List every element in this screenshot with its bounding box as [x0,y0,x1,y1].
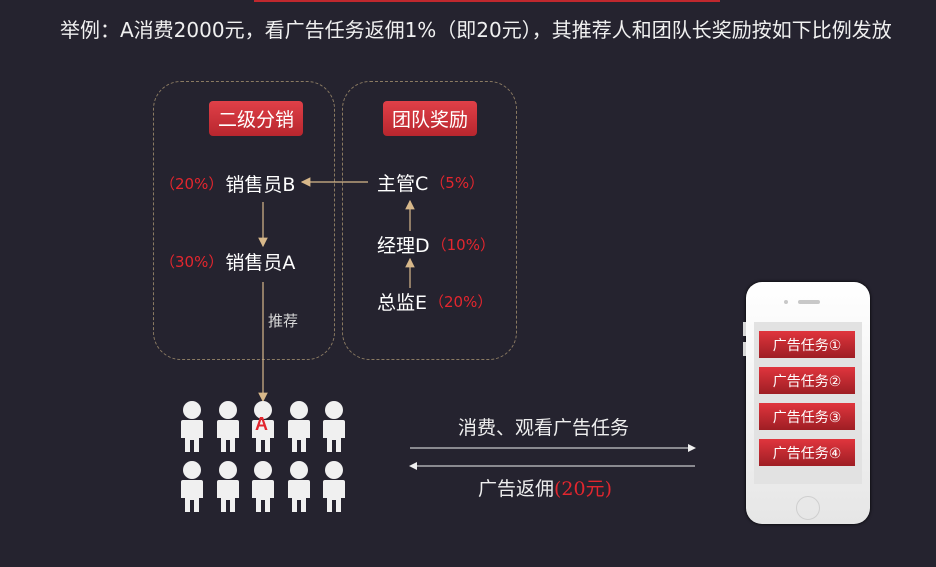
team-reward-badge: 团队奖励 [383,101,478,136]
phone-side-button [743,322,746,336]
ad-task-1[interactable]: 广告任务① [759,331,855,358]
director-e-label: 总监E [377,292,428,314]
commission-text: 广告返佣 [478,478,555,500]
commission-amount: (20元) [554,478,613,500]
distribution-badge: 二级分销 [209,101,304,136]
person-icon [252,461,274,512]
person-icon [217,401,239,452]
node-salesperson-a: （30%） 销售员A [160,248,295,275]
referral-label: 推荐 [268,312,299,330]
ad-task-4[interactable]: 广告任务④ [759,439,855,466]
node-director-e: 总监E （20%） [377,288,492,315]
phone-side-button [743,342,746,356]
distribution-panel [153,81,335,360]
team-reward-panel [342,81,517,360]
commission-label: 广告返佣(20元) [478,474,612,501]
person-icon [288,401,310,452]
phone-camera [784,300,788,304]
salesperson-b-percent: （20%） [160,175,224,193]
person-icon [288,461,310,512]
ad-task-3[interactable]: 广告任务③ [759,403,855,430]
salesperson-a-label: 销售员A [225,252,296,274]
phone-screen: 广告任务① 广告任务② 广告任务③ 广告任务④ [754,322,862,484]
person-icon [323,461,345,512]
ad-task-2[interactable]: 广告任务② [759,367,855,394]
phone-home-button [796,496,820,520]
consume-label: 消费、观看广告任务 [458,417,630,439]
top-accent-line [254,0,720,2]
supervisor-c-label: 主管C [377,173,429,195]
phone-speaker [798,300,820,304]
director-e-percent: （20%） [429,293,493,311]
headline: 举例：A消费2000元，看广告任务返佣1%（即20元），其推荐人和团队长奖励按如… [60,18,892,42]
salesperson-a-percent: （30%） [160,253,224,271]
manager-d-percent: （10%） [431,236,495,254]
person-icon [323,401,345,452]
supervisor-c-percent: （5%） [430,174,485,192]
salesperson-b-label: 销售员B [225,174,296,196]
person-icon [181,461,203,512]
node-supervisor-c: 主管C （5%） [377,169,484,196]
node-manager-d: 经理D （10%） [377,231,495,258]
manager-d-label: 经理D [377,235,430,257]
person-icon [181,401,203,452]
phone-mockup: 广告任务① 广告任务② 广告任务③ 广告任务④ [746,282,870,524]
crowd-a-marker: A [255,414,268,434]
node-salesperson-b: （20%） 销售员B [160,170,295,197]
person-icon [217,461,239,512]
